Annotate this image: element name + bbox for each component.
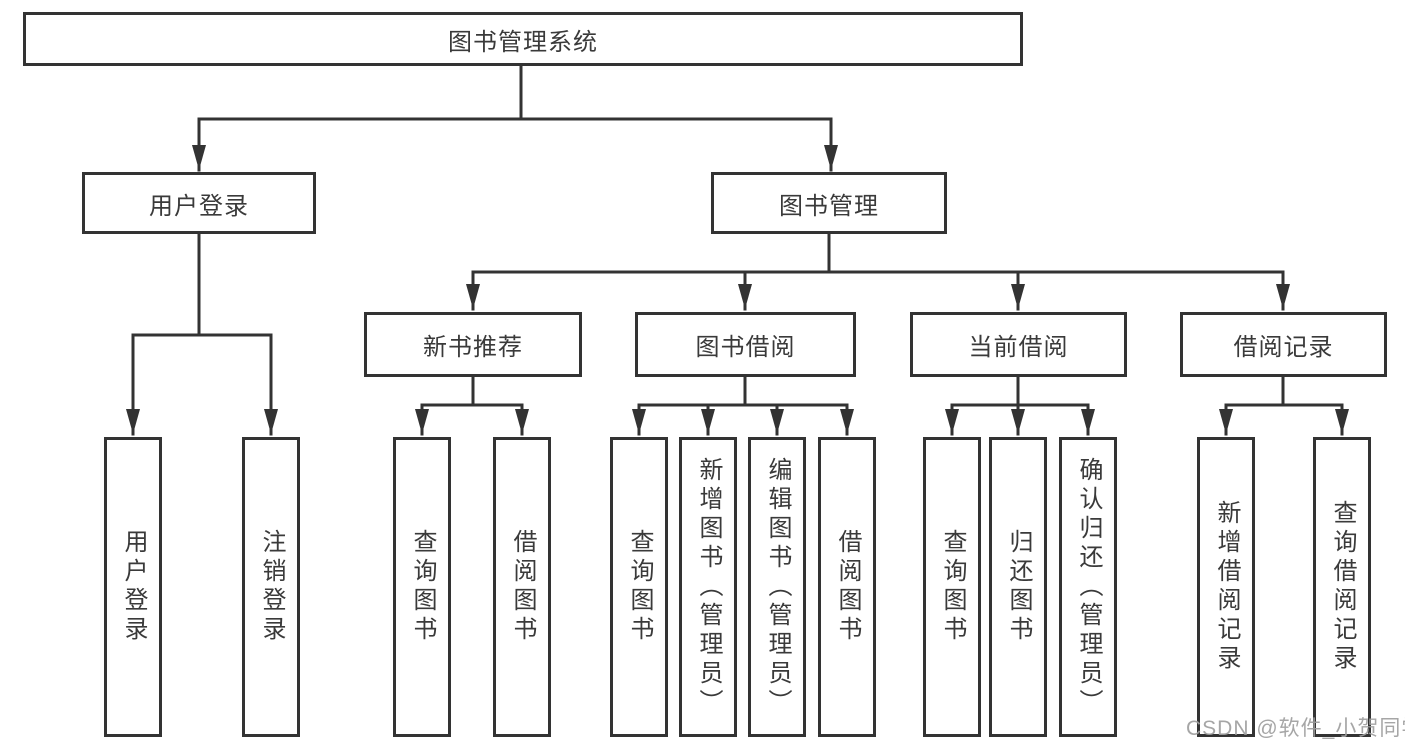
- node-label: 借阅记录: [1233, 334, 1334, 361]
- csdn-watermark: CSDN @软件_小贺同学: [1186, 717, 1405, 740]
- leaf-label: 确认归还（管理员）: [1075, 456, 1102, 718]
- leaf-logout: 注销登录: [242, 437, 300, 737]
- node-library-management-system: 图书管理系统: [23, 12, 1023, 66]
- leaf-edit-books-admin: 编辑图书（管理员）: [748, 437, 806, 737]
- leaf-label: 借阅图书: [834, 529, 861, 645]
- leaf-query-books-recommend: 查询图书: [393, 437, 451, 737]
- node-label: 图书借阅: [695, 334, 796, 361]
- leaf-label: 查询图书: [939, 529, 966, 645]
- leaf-confirm-return-admin: 确认归还（管理员）: [1059, 437, 1117, 737]
- node-label: 用户登录: [149, 192, 249, 220]
- leaf-label: 查询图书: [409, 529, 436, 645]
- node-label: 当前借阅: [968, 334, 1069, 361]
- leaf-query-books-borrowing: 查询图书: [610, 437, 668, 737]
- leaf-user-login: 用户登录: [104, 437, 162, 737]
- leaf-label: 归还图书: [1005, 529, 1032, 645]
- node-user-login: 用户登录: [82, 172, 316, 234]
- leaf-add-books-admin: 新增图书（管理员）: [679, 437, 737, 737]
- node-book-borrowing: 图书借阅: [635, 312, 856, 377]
- leaf-query-borrow-record: 查询借阅记录: [1313, 437, 1371, 737]
- leaf-label: 新增借阅记录: [1213, 500, 1240, 674]
- leaf-label: 查询图书: [626, 529, 653, 645]
- node-label: 新书推荐: [423, 334, 523, 361]
- node-label: 图书管理系统: [448, 28, 598, 56]
- leaf-label: 注销登录: [258, 529, 285, 645]
- leaf-return-books: 归还图书: [989, 437, 1047, 737]
- leaf-borrow-books-recommend: 借阅图书: [493, 437, 551, 737]
- leaf-borrow-books-borrowing: 借阅图书: [818, 437, 876, 737]
- leaf-label: 用户登录: [120, 529, 147, 645]
- node-book-management: 图书管理: [711, 172, 947, 234]
- node-current-borrowing: 当前借阅: [910, 312, 1127, 377]
- leaf-add-borrow-record: 新增借阅记录: [1197, 437, 1255, 737]
- leaf-label: 编辑图书（管理员）: [764, 456, 791, 718]
- node-new-book-recommendation: 新书推荐: [364, 312, 582, 377]
- node-borrowing-records: 借阅记录: [1180, 312, 1387, 377]
- leaf-label: 借阅图书: [509, 529, 536, 645]
- leaf-label: 新增图书（管理员）: [695, 456, 722, 718]
- leaf-query-books-current: 查询图书: [923, 437, 981, 737]
- leaf-label: 查询借阅记录: [1329, 500, 1356, 674]
- node-label: 图书管理: [779, 192, 879, 220]
